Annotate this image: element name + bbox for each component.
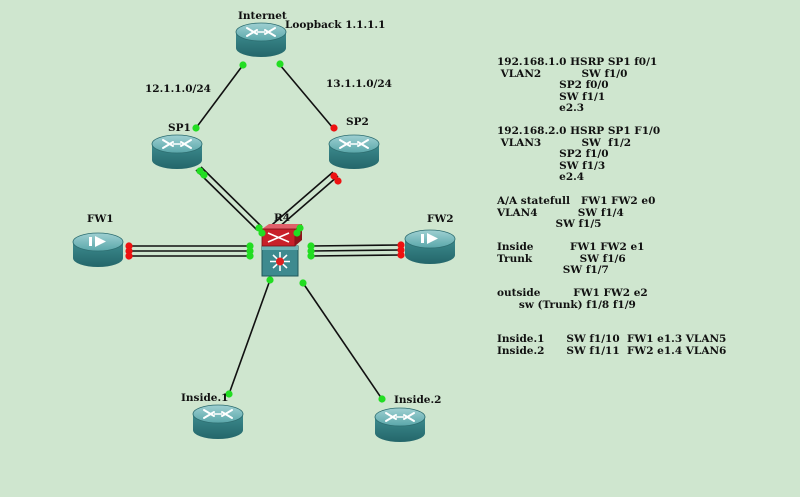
- link-down-indicator: [125, 247, 133, 255]
- fw2-firewall-icon[interactable]: [404, 229, 456, 265]
- link-r4-inside1: [228, 279, 271, 395]
- link-r4-inside2: [302, 282, 383, 400]
- link-r4-fw2-a: [310, 244, 402, 247]
- hsrp-vlan2-note: 192.168.1.0 HSRP SP1 f0/1 VLAN2 SW f1/0 …: [497, 56, 658, 115]
- link-sp1-r4-a: [195, 169, 258, 231]
- inside2-label: Inside.2: [394, 394, 442, 406]
- link-up-indicator: [378, 395, 386, 403]
- link-up-indicator: [225, 390, 233, 398]
- link-down-indicator: [334, 177, 342, 185]
- internet-router-icon[interactable]: [235, 22, 287, 58]
- link-up-indicator: [200, 171, 208, 179]
- link-up-indicator: [246, 252, 254, 260]
- sp2-label: SP2: [346, 116, 369, 128]
- loopback-label: Loopback 1.1.1.1: [285, 19, 386, 31]
- link-down-indicator: [397, 246, 405, 254]
- inside2-router-icon[interactable]: [374, 407, 426, 443]
- link-internet-sp2: [279, 64, 334, 129]
- link-r4-fw2-c: [310, 254, 402, 257]
- link-up-indicator: [307, 252, 315, 260]
- link-status-dots: [125, 60, 405, 403]
- inside-subnets-note: Inside.1 SW f1/10 FW1 e1.3 VLAN5 Inside.…: [497, 333, 727, 357]
- fw2-label: FW2: [427, 213, 454, 225]
- link-up-indicator: [258, 229, 266, 237]
- fw1-label: FW1: [87, 213, 114, 225]
- link-up-indicator: [276, 60, 284, 68]
- sp1-label: SP1: [168, 122, 191, 134]
- internet-label: Internet: [238, 10, 287, 22]
- inside1-router-icon[interactable]: [192, 404, 244, 440]
- sp1-router-icon[interactable]: [151, 134, 203, 170]
- link-internet-sp1: [195, 64, 244, 129]
- link-down-indicator: [125, 242, 133, 250]
- link-down-indicator: [397, 251, 405, 259]
- link-up-indicator: [246, 247, 254, 255]
- link-down-indicator: [330, 172, 338, 180]
- outside-trunk-note: outside FW1 FW2 e2 sw (Trunk) f1/8 f1/9: [497, 287, 648, 311]
- inside-trunk-note: Inside FW1 FW2 e1 Trunk SW f1/6 SW f1/7: [497, 241, 645, 277]
- link-up-indicator: [192, 124, 200, 132]
- failover-vlan4-note: A/A statefull FW1 FW2 e0 VLAN4 SW f1/4 S…: [497, 195, 656, 231]
- link-r4-fw2-b: [310, 249, 402, 252]
- link-up-indicator: [246, 242, 254, 250]
- link-down-indicator: [125, 252, 133, 260]
- link-sp1-r4-b: [200, 166, 263, 228]
- network-12-label: 12.1.1.0/24: [145, 83, 211, 95]
- link-sp2-r4-a: [265, 171, 334, 231]
- link-up-indicator: [299, 279, 307, 287]
- hsrp-vlan3-note: 192.168.2.0 HSRP SP1 F1/0 VLAN3 SW f1/2 …: [497, 125, 661, 184]
- link-up-indicator: [293, 229, 301, 237]
- links: [128, 64, 402, 400]
- link-up-indicator: [266, 276, 274, 284]
- link-down-indicator: [397, 241, 405, 249]
- link-up-indicator: [307, 247, 315, 255]
- link-up-indicator: [307, 242, 315, 250]
- inside1-label: Inside.1: [181, 392, 229, 404]
- link-down-indicator: [330, 124, 338, 132]
- r4-multilayer-switch-icon[interactable]: [261, 224, 302, 277]
- r4-label: R4: [274, 212, 291, 224]
- network-13-label: 13.1.1.0/24: [326, 78, 392, 90]
- sp2-router-icon[interactable]: [328, 134, 380, 170]
- link-up-indicator: [239, 61, 247, 69]
- fw1-firewall-icon[interactable]: [72, 232, 124, 268]
